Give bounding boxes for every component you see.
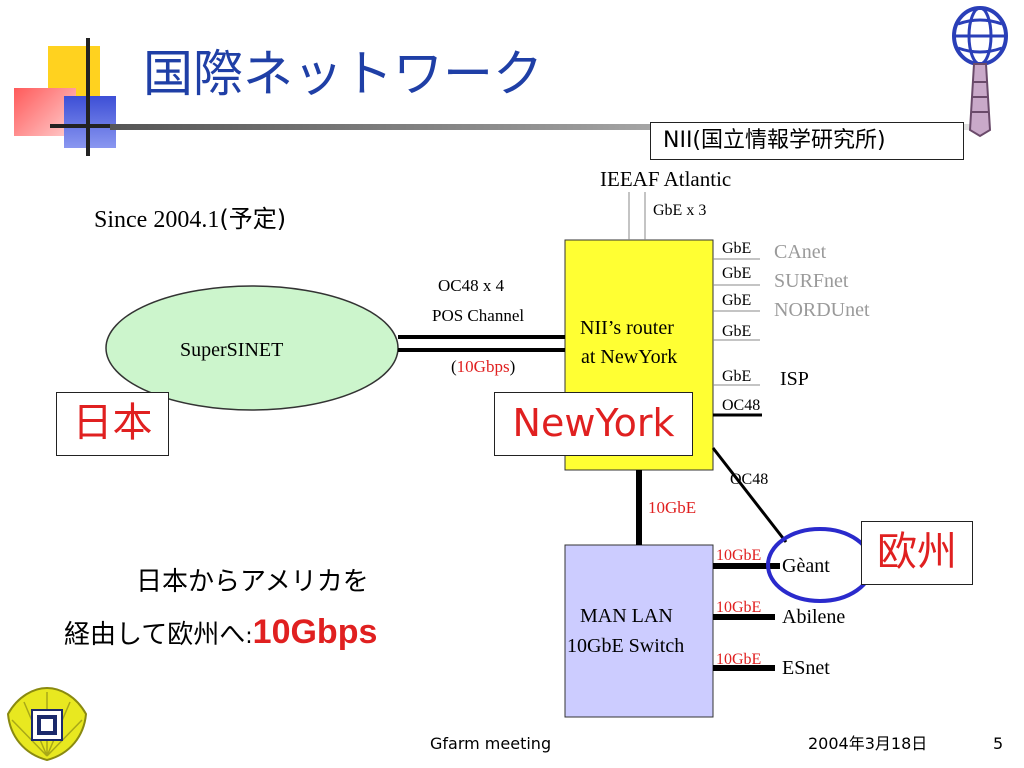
canet-label: CAnet <box>774 241 827 263</box>
gbps-value: 10Gbps <box>456 357 510 376</box>
pos-channel-label: POS Channel <box>432 306 525 325</box>
abilene-label: Abilene <box>782 606 846 628</box>
newyork-label-box: NewYork <box>494 392 693 456</box>
gbe-port-1: GbE <box>722 240 752 257</box>
gbe10-esnet-label: 10GbE <box>716 651 762 668</box>
newyork-label: NewYork <box>512 401 675 445</box>
gbe-port-2: GbE <box>722 265 752 282</box>
gbe-x3-label: GbE x 3 <box>653 202 707 219</box>
footer-date: 2004年3月18日 <box>808 734 928 753</box>
nii-label-box: NII(国立情報学研究所) <box>650 122 964 160</box>
gbe-port-5: GbE <box>722 368 752 385</box>
page-number: 5 <box>993 734 1004 753</box>
close-paren: ) <box>509 357 516 376</box>
page-title: 国際ネットワーク <box>143 45 543 103</box>
oc48-port: OC48 <box>722 397 761 414</box>
japan-label-box: 日本 <box>56 392 169 456</box>
oc48x4-label: OC48 x 4 <box>438 276 505 295</box>
europe-label: 欧州 <box>877 529 957 575</box>
nii-label: NII(国立情報学研究所) <box>663 128 886 153</box>
planned-label: (予定) <box>219 205 287 233</box>
oc48-link-label: OC48 <box>730 471 769 488</box>
japan-label: 日本 <box>72 400 153 446</box>
isp-label: ISP <box>780 368 809 390</box>
gbe10-link-label: 10GbE <box>648 498 697 517</box>
caption-line-1: 日本からアメリカを <box>136 567 369 597</box>
decorative-squares-icon <box>14 38 139 158</box>
supersinet-label: SuperSINET <box>180 339 284 361</box>
europe-label-box: 欧州 <box>861 521 973 585</box>
gbe-port-3: GbE <box>722 292 752 309</box>
ieeaf-label: IEEAF Atlantic <box>600 167 732 191</box>
router-label-2: at NewYork <box>581 346 678 368</box>
gbe10-geant-label: 10GbE <box>716 547 762 564</box>
surfnet-label: SURFnet <box>774 270 849 292</box>
gbps-label: (10Gbps) <box>451 357 515 377</box>
caption-colon: : <box>245 624 253 649</box>
router-label-1: NII’s router <box>580 317 674 339</box>
footer-meeting: Gfarm meeting <box>430 734 552 753</box>
caption-text: 経由して欧州へ <box>64 620 246 650</box>
ginkgo-seal-logo-icon <box>6 686 88 762</box>
manlan-box <box>564 544 714 718</box>
caption-line-2: 経由して欧州へ:10Gbps <box>64 612 377 652</box>
gbe10-abilene-label: 10GbE <box>716 599 762 616</box>
title-underline <box>110 124 972 130</box>
gbe-port-4: GbE <box>722 323 752 340</box>
open-paren: ( <box>451 357 457 376</box>
since-date: Since 2004.1 <box>94 207 220 233</box>
geant-label: Gèant <box>782 555 830 577</box>
since-label: Since 2004.1(予定) <box>94 204 286 235</box>
manlan-label-1: MAN LAN <box>580 605 673 627</box>
manlan-label-2: 10GbE Switch <box>567 635 685 657</box>
globe-figure-logo-icon <box>952 6 1008 138</box>
nordunet-label: NORDUnet <box>774 299 870 321</box>
esnet-label: ESnet <box>782 657 830 679</box>
caption-highlight: 10Gbps <box>252 613 378 651</box>
